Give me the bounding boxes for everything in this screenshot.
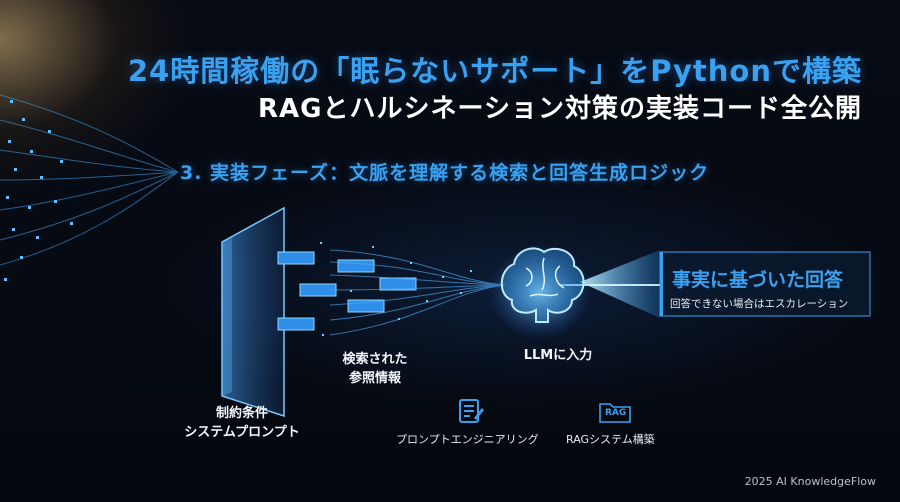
answer-note: 回答できない場合はエスカレーション: [670, 298, 849, 310]
title-line-1: 24時間稼働の「眠らないサポート」をPythonで構築: [127, 54, 862, 88]
stream-lines: [0, 94, 179, 266]
rag-folder-icon: RAG: [598, 398, 632, 424]
stream-dots: [4, 100, 73, 281]
data-particles: [320, 242, 472, 336]
prompt-engineering-label: プロンプトエンジニアリング: [396, 433, 539, 446]
system-prompt-panel: [221, 206, 285, 418]
constraint-label: 制約条件 システムプロンプト: [184, 406, 300, 440]
retrieved-info-label: 検索された 参照情報: [342, 352, 408, 386]
brain-icon: [488, 244, 592, 340]
rag-badge-text: RAG: [605, 408, 627, 418]
answer-title: 事実に基づいた回答: [672, 269, 844, 291]
llm-input-label: LLMに入力: [523, 348, 593, 363]
answer-box: [659, 251, 871, 317]
title-line-2: RAGとハルシネーション対策の実装コード全公開: [258, 94, 862, 124]
converging-lines: [329, 249, 506, 336]
rag-system-label: RAGシステム構築: [566, 433, 655, 446]
section-heading: 3. 実装フェーズ：文脈を理解する検索と回答生成ロジック: [180, 162, 710, 184]
document-edit-icon: [459, 399, 484, 423]
footer-credit: 2025 AI KnowledgeFlow: [744, 475, 876, 488]
